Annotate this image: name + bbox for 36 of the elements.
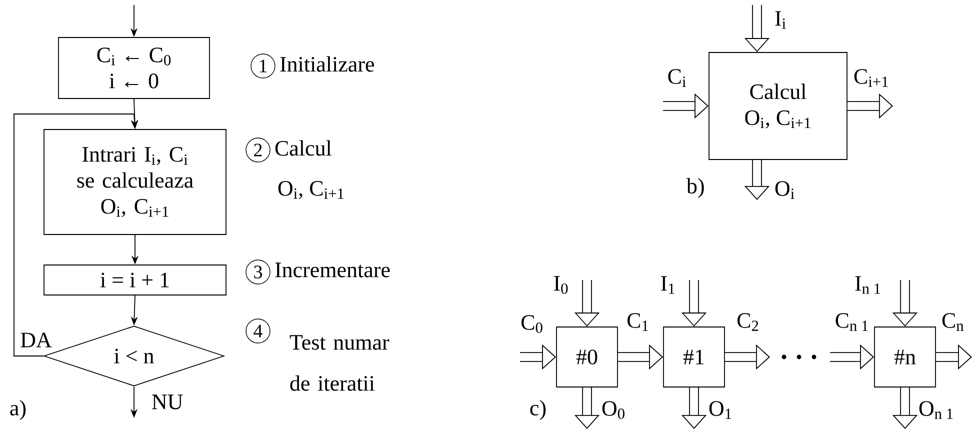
arrow [14, 114, 138, 356]
edge-label: C$_{i+1}$ [854, 69, 888, 87]
step-label: O$_{i}$, C$_{i+1}$ [278, 181, 344, 199]
edge-label: C$_{n}$ [942, 313, 964, 331]
edge-label: O$_{0}$ [602, 401, 624, 419]
edge-label: C$_{2}$ [737, 313, 758, 331]
step-label: Initializare [280, 56, 374, 72]
edge-label: NU [152, 394, 183, 410]
step-number: 3 [246, 260, 270, 284]
edge-label: I$_{1}$ [661, 276, 674, 294]
step-label: Incrementare [275, 262, 390, 278]
step-number: 1 [250, 54, 276, 78]
edge-label: C$_{0}$ [521, 315, 542, 333]
edge-label: C$_{i}$ [668, 69, 686, 87]
step-label: Test numar de iteratii [290, 335, 390, 391]
edge-label: C$_{1}$ [627, 313, 648, 331]
step-label: Calcul [275, 140, 332, 156]
edge-label: O$_{i}$ [775, 181, 794, 199]
edge-label: I$_{n 1}$ [855, 276, 880, 294]
edge-label: O$_{n 1}$ [919, 401, 953, 419]
panel-letter: c) [530, 400, 546, 420]
edge-label: I$_{0}$ [554, 276, 568, 294]
panel-letter: a) [10, 400, 26, 420]
block-box: #0 [556, 326, 618, 388]
block-box: #n [874, 326, 936, 388]
block-box: #1 [663, 326, 725, 388]
process-box: C$_{i}$ ← C$_{0}$ i ← 0 [58, 37, 210, 99]
step-number: 2 [246, 138, 270, 162]
edge-label: O$_{1}$ [709, 401, 732, 419]
process-box: Intrari I$_{i}$, C$_{i}$ se calculeaza O$_{i}$, C$_{i+1}$ [44, 129, 226, 235]
step-number: 4 [246, 318, 270, 344]
block-box: Calcul O$_{i}$, C$_{i+1}$ [708, 52, 848, 160]
process-box: i = i + 1 [44, 264, 226, 296]
edge-label: C$_{n 1}$ [836, 313, 868, 331]
panel-letter: b) [686, 178, 704, 198]
edge-label: I$_{i}$ [775, 11, 786, 29]
